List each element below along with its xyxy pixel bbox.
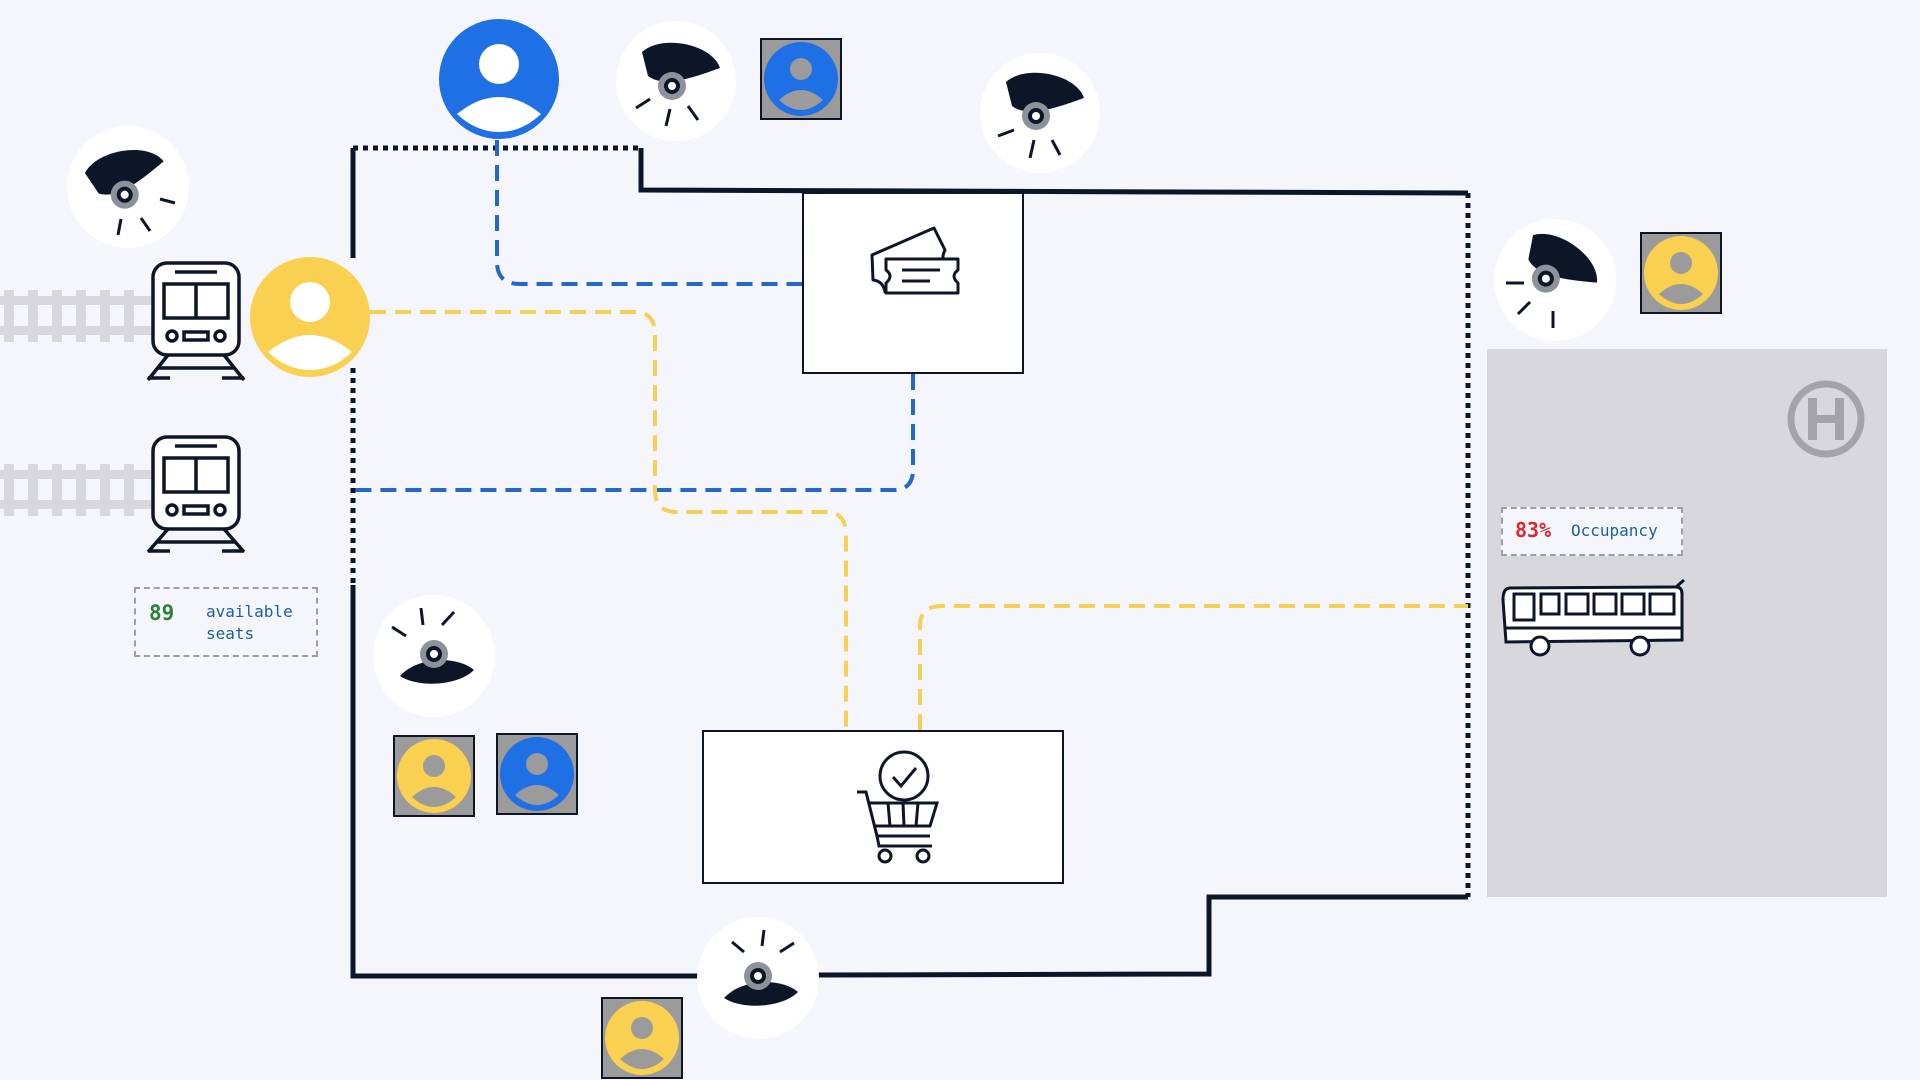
detected-person-icon[interactable]	[601, 997, 683, 1079]
security-camera-icon	[616, 21, 736, 141]
available-seats-label: 89 available seats	[134, 587, 318, 657]
train-icon	[146, 261, 246, 382]
seats-count: 89	[149, 601, 175, 625]
blue-route	[353, 140, 915, 492]
security-camera-icon	[1494, 219, 1616, 341]
person-avatar-icon[interactable]	[439, 19, 559, 139]
detected-person-icon[interactable]	[393, 735, 475, 817]
ticket-icon	[870, 226, 960, 295]
train-tracks	[0, 290, 160, 516]
detected-person-icon[interactable]	[496, 733, 578, 815]
train-icon	[146, 435, 246, 554]
security-camera-icon	[980, 53, 1100, 173]
occupancy-value: 83%	[1515, 518, 1552, 542]
occupancy-label: 83% Occupancy	[1501, 507, 1683, 556]
person-avatar-icon[interactable]	[250, 257, 370, 377]
shopping-cart-check-icon	[857, 750, 940, 864]
yellow-route	[370, 310, 1468, 730]
security-camera-icon	[697, 917, 819, 1039]
occupancy-text: Occupancy	[1571, 521, 1658, 540]
shop[interactable]	[702, 730, 1064, 884]
seats-label-line2: seats	[206, 624, 255, 643]
security-camera-icon	[373, 595, 495, 717]
station-walls	[350, 148, 1469, 979]
bus-icon	[1501, 578, 1685, 657]
ticket-office[interactable]	[802, 192, 1024, 374]
seats-label-line1: available	[206, 602, 293, 621]
security-camera-icon	[67, 126, 189, 248]
bus-stop-sign-icon	[1787, 380, 1865, 458]
detected-person-icon[interactable]	[1640, 232, 1722, 314]
detected-person-icon[interactable]	[760, 38, 842, 120]
